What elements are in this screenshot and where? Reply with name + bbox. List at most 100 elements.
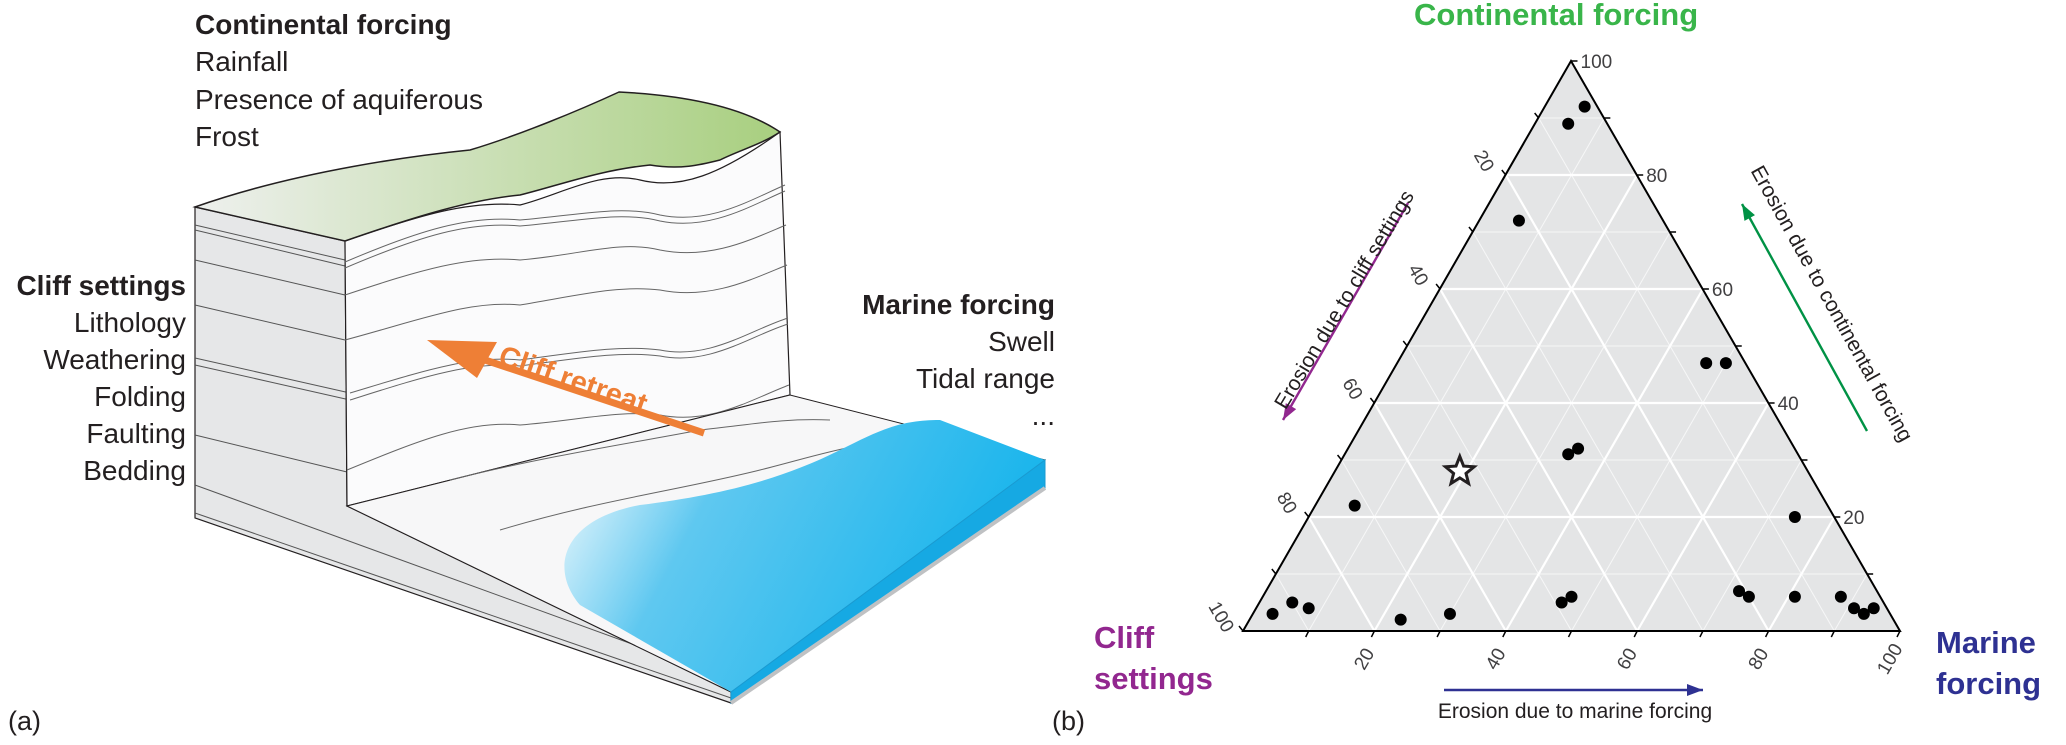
tick-label-continental: 40 [1778,394,1799,415]
tick-label-continental: 80 [1646,166,1667,187]
tick-cliff [1271,568,1277,575]
gridline-cliff [1307,516,1376,632]
cliff-item: Folding [94,381,186,412]
cliff-item: Bedding [83,455,186,486]
data-point [1286,596,1299,609]
data-point [1512,214,1525,227]
marine-item: Tidal range [915,363,1055,394]
tick-marine [1633,630,1638,638]
marine-item: Swell [988,326,1055,357]
tick-label-marine: 20 [1350,645,1379,674]
data-point [1562,117,1575,130]
tick-cliff [1336,454,1343,461]
axis-arrow-continental [1740,203,1869,432]
cliff-settings-list: Cliff settings Lithology Weathering Fold… [16,267,186,489]
axis-arrow-marine-head [1687,684,1703,696]
axis-arrow-cliff [1281,202,1410,421]
data-point-star [1441,452,1479,487]
gridline-marine [1702,459,1802,632]
gridline-marine [1308,117,1605,632]
continental-item: Rainfall [195,46,289,77]
data-point [1788,590,1801,603]
axis-arrow-continental-head [1742,204,1755,221]
cliff-block-diagram [192,91,1047,705]
gridline-cliff [1538,117,1835,632]
tick-cliff [1435,283,1441,290]
data-point [1555,596,1568,609]
tick-cliff [1238,625,1244,632]
tick-cliff [1534,112,1540,119]
tick-label-cliff: 20 [1469,147,1498,176]
gridline-cliff [1406,345,1572,632]
corner-label-cliff: Cliff settings [1094,617,1213,699]
data-point [1394,613,1407,626]
marine-forcing-list: Marine forcing Swell Tidal range ... [862,286,1055,434]
sea-water [564,420,1045,692]
tick-marine [1699,630,1704,638]
data-point [1733,585,1746,598]
tick-marine [1436,630,1441,638]
tick-marine [1305,630,1310,638]
cliff-settings-title: Cliff settings [16,270,186,301]
gridline-cliff [1472,231,1704,632]
gridline-marine [1767,516,1836,632]
tick-marine [1502,630,1507,638]
data-point [1348,499,1361,512]
gridline-marine [1439,231,1671,632]
data-point [1578,100,1591,113]
axis-arrow-cliff-head [1283,403,1297,420]
tick-marine [1896,630,1901,638]
data-point [1848,602,1861,615]
data-point [1562,448,1575,461]
corner-label-marine: Marine forcing [1936,622,2041,704]
data-point [1788,511,1801,523]
continental-item: Presence of aquiferous [195,84,483,115]
tick-label-marine: 100 [1873,640,1907,678]
corner-label-cliff-line2: settings [1094,661,1213,696]
data-point [1443,607,1456,620]
cliff-item: Lithology [73,307,186,338]
tick-label-continental: 100 [1581,52,1613,73]
data-point [1565,590,1578,603]
tick-label-continental: 20 [1843,508,1864,529]
continental-forcing-title: Continental forcing [195,9,452,40]
continental-item: Frost [195,121,259,152]
corner-label-continental: Continental forcing [1414,0,1699,32]
data-point [1742,590,1755,603]
tick-label-marine: 60 [1613,645,1642,674]
data-point [1867,602,1880,615]
data-point [1719,357,1732,370]
axis-label-marine: Erosion due to marine forcing [1437,700,1713,723]
tick-label-cliff: 60 [1338,375,1367,404]
tick-cliff [1304,511,1310,518]
corner-label-marine-line2: forcing [1936,666,2042,701]
gridline-marine [1571,345,1737,632]
cliff-item: Weathering [43,344,186,375]
data-point [1266,607,1279,620]
data-point [1572,442,1585,455]
tick-label-cliff: 80 [1272,489,1301,518]
cliff-item: Faulting [86,418,186,449]
tick-label-marine: 80 [1745,645,1774,674]
gridline-cliff [1373,402,1507,632]
tick-label-marine: 40 [1482,645,1511,674]
vegetation-surface [192,91,782,242]
gridline-marine [1636,402,1770,632]
cliff-front-face [344,130,791,507]
gridline-cliff [1341,459,1441,632]
corner-label-cliff-line1: Cliff [1094,620,1155,655]
cliff-retreat-arrow [427,340,706,437]
tick-marine [1567,630,1573,638]
marine-forcing-title: Marine forcing [862,289,1055,320]
tick-cliff [1402,340,1408,347]
tick-cliff [1369,397,1375,404]
tick-marine [1370,630,1376,638]
marine-item: ... [1031,400,1055,431]
data-point [1302,602,1315,615]
tick-marine [1830,630,1835,638]
gridline-marine [1833,573,1868,632]
data-point [1700,357,1713,370]
data-point [1834,590,1847,603]
tick-label-continental: 60 [1712,280,1733,301]
